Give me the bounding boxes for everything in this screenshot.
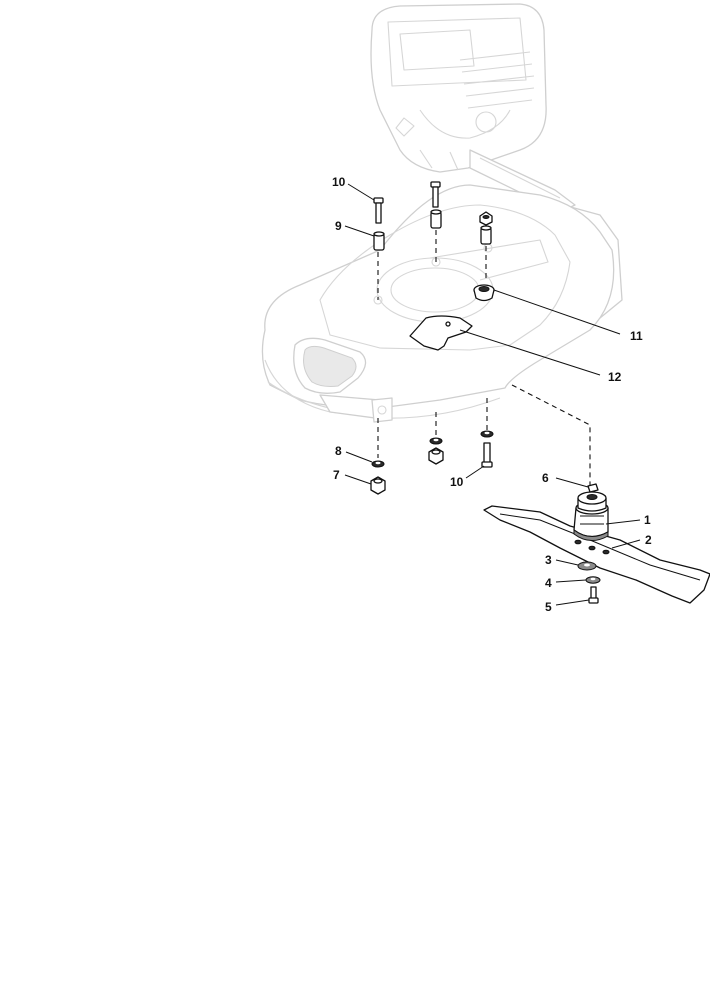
blade-washer (577, 561, 597, 571)
callout-8: 8 (335, 444, 342, 458)
callout-10-lower: 10 (450, 475, 464, 489)
blade-adapter (573, 491, 609, 541)
engine-outline (370, 3, 547, 173)
callout-1: 1 (644, 513, 651, 527)
key-pin (587, 483, 599, 493)
callout-5: 5 (545, 600, 552, 614)
bolt-lower-right (481, 442, 493, 468)
washer-lower-right (480, 430, 494, 438)
callout-12: 12 (608, 370, 622, 384)
callout-2: 2 (645, 533, 652, 547)
spacer-right (480, 225, 492, 245)
bolt-upper-center (430, 181, 441, 208)
callout-10-upper: 10 (332, 175, 346, 189)
nut-lower-center (428, 447, 444, 465)
washer-lower-left (371, 460, 385, 468)
bolt-upper-left (373, 197, 384, 224)
callout-3: 3 (545, 553, 552, 567)
assembly-lines (377, 230, 591, 488)
lock-washer (585, 576, 601, 584)
blade-bolt (588, 586, 599, 604)
callout-7: 7 (333, 468, 340, 482)
nut-upper-right (479, 211, 493, 226)
leader-lines (344, 183, 641, 606)
callout-11: 11 (630, 329, 643, 343)
shield-plate (409, 315, 473, 351)
spacer-center (430, 209, 442, 229)
bushing (473, 284, 495, 302)
nut-lower-left (370, 476, 386, 495)
spacer-left (373, 231, 385, 251)
callout-6: 6 (542, 471, 549, 485)
callout-4: 4 (545, 576, 552, 590)
washer-lower-center (429, 437, 443, 445)
callout-9: 9 (335, 219, 342, 233)
